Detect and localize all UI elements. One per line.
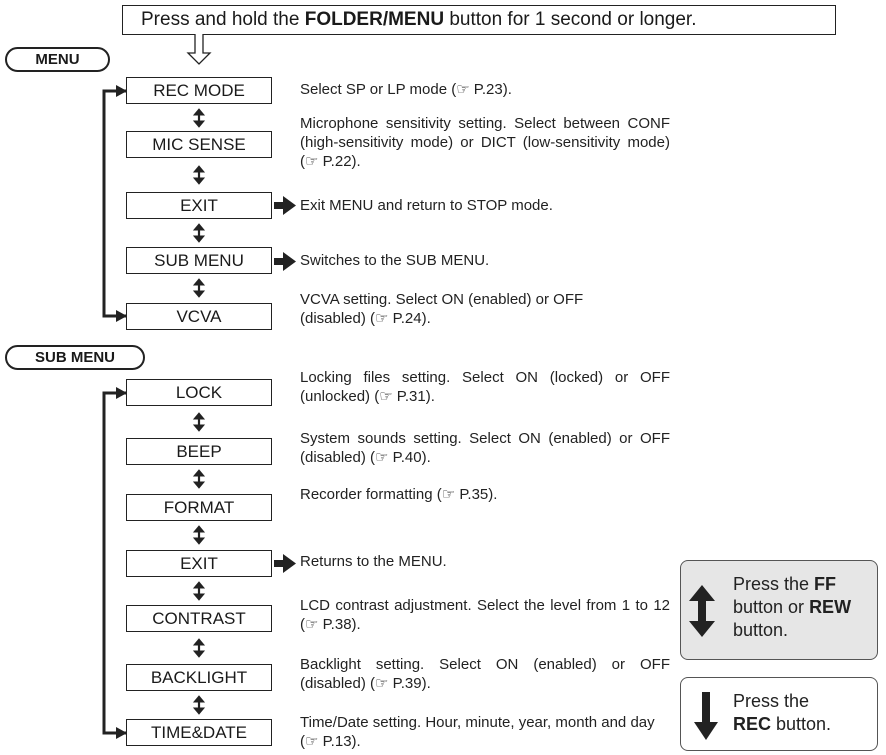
menu-item-exit: EXIT [126, 192, 272, 219]
submenu-item-time-date: TIME&DATE [126, 719, 272, 746]
down-arrow-icon [694, 692, 718, 740]
submenu-desc-exit: Returns to the MENU. [300, 553, 447, 570]
right-arrow-icon [274, 196, 296, 573]
menu-desc-mic-sense: Microphone sensitivity setting. Select b… [300, 115, 670, 170]
menu-item-sub-menu: SUB MENU [126, 247, 272, 274]
menu-item-vcva: VCVA [126, 303, 272, 330]
legend-rec-text: Press the REC button. [733, 691, 832, 734]
legend-rec: Press the REC button. [680, 677, 878, 751]
submenu-desc-lock: Locking files setting. Select ON (locked… [300, 369, 670, 405]
submenu-item-exit: EXIT [126, 550, 272, 577]
hollow-down-arrow-icon [186, 34, 212, 65]
top-instruction-pre: Press and hold the [141, 9, 305, 30]
menu-tag: MENU [5, 47, 110, 72]
menu-desc-vcva: VCVA setting. Select ON (enabled) or OFF… [300, 291, 584, 327]
menu-item-rec-mode: REC MODE [126, 77, 272, 104]
legend-ff-text: Press the FF button or REW button. [733, 574, 852, 640]
submenu-item-lock: LOCK [126, 379, 272, 406]
legend-ff-rew: Press the FF button or REW button. [680, 560, 878, 660]
submenu-item-contrast: CONTRAST [126, 605, 272, 632]
menu-desc-rec-mode: Select SP or LP mode (☞ P.23). [300, 81, 512, 98]
submenu-item-beep: BEEP [126, 438, 272, 465]
top-instruction-post: button for 1 second or longer. [444, 9, 697, 30]
menu-item-mic-sense: MIC SENSE [126, 131, 272, 158]
menu-desc-sub-menu: Switches to the SUB MENU. [300, 252, 490, 269]
submenu-tag: SUB MENU [5, 345, 145, 370]
submenu-desc-format: Recorder formatting (☞ P.35). [300, 486, 498, 503]
submenu-item-format: FORMAT [126, 494, 272, 521]
menu-desc-exit: Exit MENU and return to STOP mode. [300, 197, 553, 214]
updown-arrow-icon [689, 585, 715, 637]
updown-arrow-icon [192, 108, 206, 715]
top-instruction-bold: FOLDER/MENU [304, 9, 445, 30]
submenu-desc-beep: System sounds setting. Select ON (enable… [300, 430, 670, 466]
top-instruction: Press and hold the FOLDER/MENU button fo… [122, 5, 836, 35]
submenu-desc-backlight: Backlight setting. Select ON (enabled) o… [300, 656, 670, 692]
menu-loop-line [102, 89, 126, 318]
submenu-desc-time-date: Time/Date setting. Hour, minute, year, m… [300, 714, 655, 750]
submenu-loop-line [102, 391, 126, 735]
submenu-item-backlight: BACKLIGHT [126, 664, 272, 691]
submenu-desc-contrast: LCD contrast adjustment. Select the leve… [300, 597, 670, 633]
